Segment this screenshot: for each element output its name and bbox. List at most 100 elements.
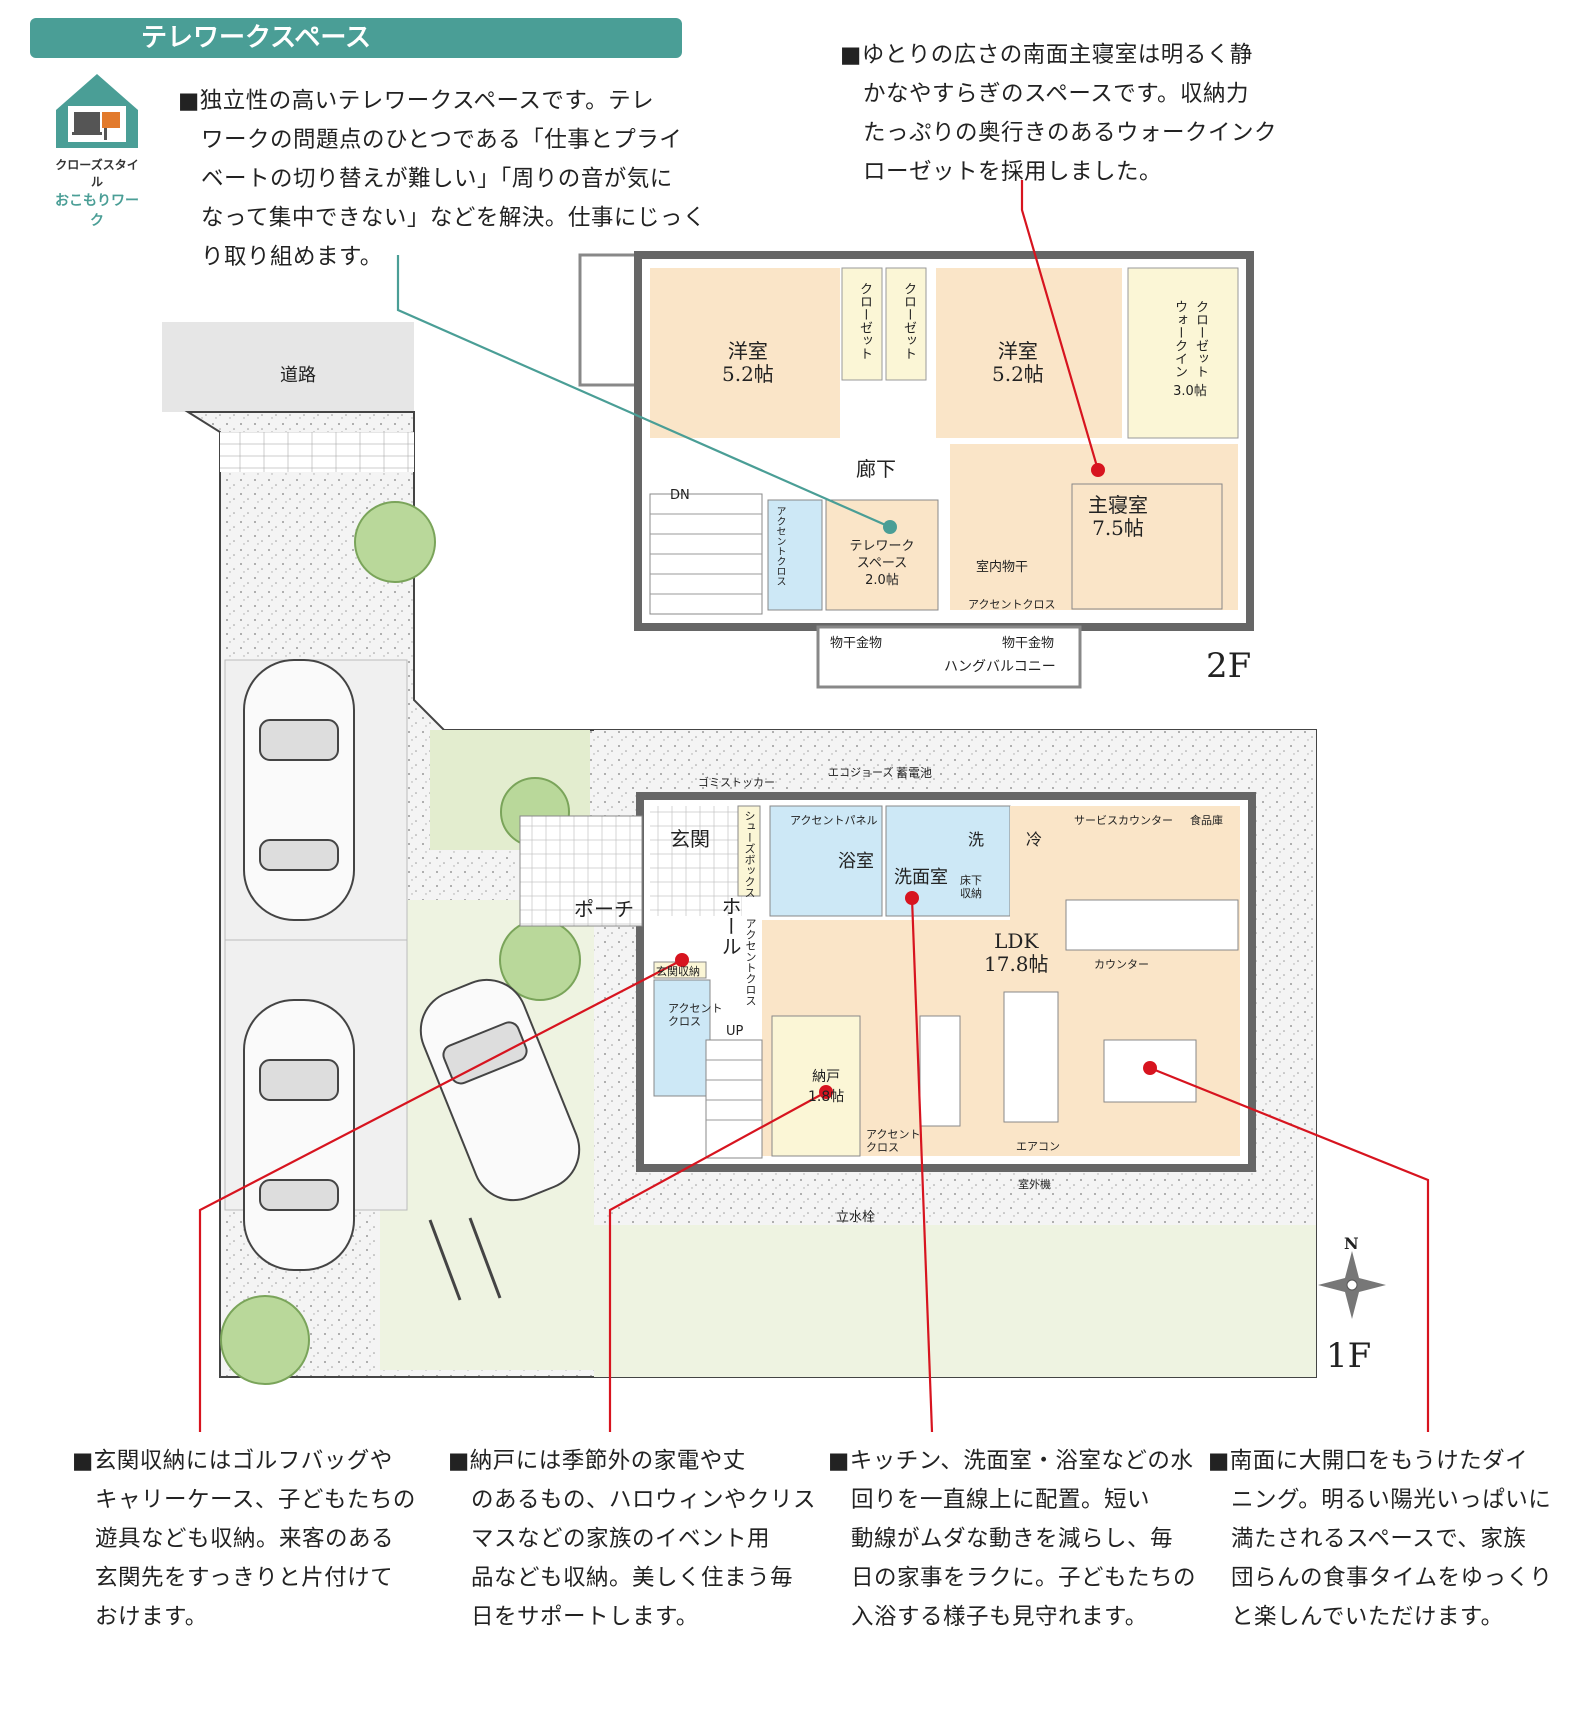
floor2-label: 2F bbox=[1206, 646, 1252, 686]
shoe-box bbox=[737, 805, 761, 897]
note-storage-room: ■納戸には季節外の家電や丈 のあるもの、ハロウィンやクリス マスなどの家族のイベ… bbox=[448, 1448, 817, 1630]
floor-plan-drawing bbox=[162, 180, 1430, 1433]
header-bar: テレワークスペース bbox=[30, 18, 682, 58]
car-3 bbox=[419, 978, 581, 1202]
porch-label: ポーチ bbox=[574, 897, 634, 921]
accent-b-nando: クロス bbox=[866, 1141, 899, 1154]
up-label: UP bbox=[726, 1024, 744, 1039]
genkan-label: 玄関 bbox=[670, 827, 710, 851]
faucet-label: 立水栓 bbox=[836, 1210, 876, 1225]
room-western-2-name: 洋室 bbox=[997, 339, 1038, 363]
toilet-1f bbox=[653, 979, 711, 1097]
hanger-right-label: 物干金物 bbox=[1002, 636, 1055, 651]
wic-line2: クローゼット bbox=[1193, 300, 1208, 378]
room-western-2-size: 5.2帖 bbox=[992, 362, 1044, 386]
battery-label: 蓄電池 bbox=[896, 766, 933, 780]
ecojoz-label: エコジョーズ bbox=[828, 766, 894, 779]
room-western-1-name: 洋室 bbox=[727, 339, 768, 363]
car-2 bbox=[243, 999, 355, 1271]
house-desk-icon bbox=[56, 74, 138, 148]
wic-line1: ウォークイン bbox=[1172, 300, 1187, 378]
telework-room bbox=[825, 499, 939, 611]
master-bedroom-name: 主寝室 bbox=[1088, 493, 1148, 517]
note-dining: ■南面に大開口をもうけたダイ ニング。明るい陽光いっぱいに 満たされるスペースで… bbox=[1208, 1448, 1553, 1630]
telework-line1: テレワーク bbox=[849, 539, 915, 554]
compass-icon bbox=[1318, 1251, 1386, 1319]
nando-name: 納戸 bbox=[812, 1069, 841, 1085]
hanger-left-label: 物干金物 bbox=[830, 636, 883, 651]
accent-cross-hall: アクセントクロス bbox=[744, 918, 757, 1006]
toilet-2f bbox=[767, 499, 823, 611]
room-western-2 bbox=[936, 268, 1122, 438]
closet-b-label: クローゼット bbox=[901, 282, 916, 360]
nando bbox=[771, 1015, 861, 1157]
washroom bbox=[885, 805, 1011, 917]
accent-a-nando: アクセント bbox=[866, 1128, 921, 1141]
aircon-label: エアコン bbox=[1016, 1140, 1060, 1153]
outdoor-unit-label: 室外機 bbox=[1018, 1178, 1051, 1191]
balcony-left bbox=[578, 253, 640, 387]
counter-label: カウンター bbox=[1094, 958, 1149, 971]
note-kitchen: ■キッチン、洗面室・浴室などの水 回りを一直線上に配置。短い 動線がムダな動きを… bbox=[828, 1448, 1197, 1630]
tv-table bbox=[919, 1015, 961, 1127]
sofa bbox=[1003, 991, 1059, 1123]
telework-size: 2.0帖 bbox=[865, 573, 899, 588]
kitchen-counter bbox=[1065, 899, 1239, 951]
bathroom bbox=[769, 805, 883, 917]
bicycles bbox=[428, 1217, 502, 1301]
service-counter-label: サービスカウンター bbox=[1074, 814, 1173, 827]
dn-label: DN bbox=[670, 488, 690, 503]
pantry-label: 食品庫 bbox=[1190, 814, 1223, 827]
closet-a bbox=[841, 267, 883, 381]
stair-1f bbox=[705, 1039, 763, 1159]
compass-north-label: N bbox=[1344, 1234, 1359, 1253]
ldk-name: LDK bbox=[994, 929, 1039, 953]
wic-label: ウォークイン クローゼット 3.0帖 bbox=[1160, 300, 1220, 399]
fridge-label: 冷 bbox=[1026, 830, 1043, 849]
hang-balcony-label: ハングバルコニー bbox=[944, 659, 1056, 675]
bath-label: 浴室 bbox=[838, 851, 874, 872]
closet-b bbox=[885, 267, 927, 381]
hang-balcony bbox=[816, 625, 1082, 689]
wic bbox=[1127, 267, 1239, 439]
note-entrance-storage: ■玄関収納にはゴルフバッグや キャリーケース、子どもたちの 遊具なども収納。来客… bbox=[72, 1448, 416, 1630]
hall-2f bbox=[650, 444, 950, 494]
trees bbox=[220, 501, 581, 1385]
indoor-dryer-label: 室内物干 bbox=[976, 560, 1029, 575]
accent-panel-label: アクセントパネル bbox=[790, 814, 878, 827]
closet-a-label: クローゼット bbox=[857, 282, 872, 360]
genkan-floor bbox=[650, 806, 742, 916]
telework-line2: スペース bbox=[856, 556, 908, 571]
room-western-2-label: 洋室 5.2帖 bbox=[992, 340, 1044, 386]
accent-a-toilet: アクセント bbox=[668, 1002, 723, 1015]
porch bbox=[519, 815, 643, 927]
ldk-label: LDK 17.8帖 bbox=[984, 930, 1049, 976]
wic-size: 3.0帖 bbox=[1173, 384, 1207, 399]
leader-lines bbox=[198, 180, 1430, 1433]
ldk-size: 17.8帖 bbox=[984, 952, 1049, 976]
accent-cross-2f-master: アクセントクロス bbox=[968, 598, 1056, 611]
badge-line1: クローズスタイル bbox=[55, 158, 139, 189]
underfloor-b: 収納 bbox=[960, 887, 982, 900]
underfloor-storage-label: 床下 収納 bbox=[960, 874, 982, 900]
washroom-label: 洗面室 bbox=[894, 867, 948, 888]
room-western-1-label: 洋室 5.2帖 bbox=[722, 340, 774, 386]
garbage-stocker-label: ゴミストッカー bbox=[698, 776, 775, 789]
note-telework: ■独立性の高いテレワークスペースです。テレ ワークの問題点のひとつである「仕事と… bbox=[178, 88, 706, 270]
header-title: テレワークスペース bbox=[140, 23, 372, 53]
leader-dots bbox=[675, 463, 1157, 1099]
shoebox-label: シューズボックス bbox=[743, 810, 756, 898]
master-bedroom-size: 7.5帖 bbox=[1092, 516, 1144, 540]
hall-1f-label: ホール bbox=[718, 896, 742, 956]
floor1-label: 1F bbox=[1326, 1336, 1372, 1376]
nando-label: 納戸 1.8帖 bbox=[808, 1066, 844, 1106]
road-label: 道路 bbox=[280, 365, 316, 386]
car-1 bbox=[243, 659, 355, 921]
room-western-1-size: 5.2帖 bbox=[722, 362, 774, 386]
accent-b-toilet: クロス bbox=[668, 1015, 701, 1028]
underfloor-a: 床下 bbox=[960, 874, 982, 887]
road bbox=[162, 322, 414, 412]
hall-2f-label: 廊下 bbox=[856, 457, 896, 481]
telework-room-label: テレワーク スペース 2.0帖 bbox=[840, 538, 924, 589]
master-bedroom-label: 主寝室 7.5帖 bbox=[1088, 494, 1148, 540]
